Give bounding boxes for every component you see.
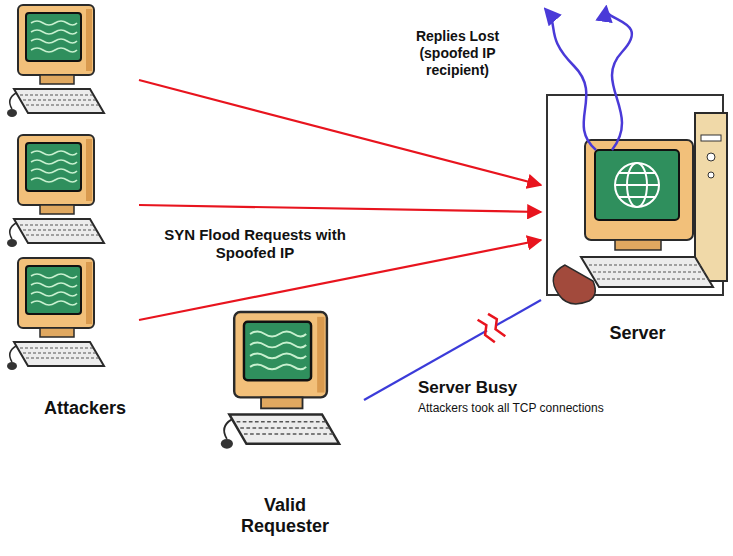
attacker-computer	[7, 258, 104, 370]
syn-flood-arrow	[139, 240, 541, 320]
break-symbol	[477, 311, 506, 344]
server-computer	[547, 95, 727, 304]
node-label: Server	[609, 323, 665, 345]
lost-reply-arrow	[546, 10, 596, 150]
attacker-computer	[7, 135, 104, 247]
attacker-computer	[7, 5, 104, 117]
lost-reply-arrow	[606, 8, 632, 150]
syn-flood-arrow	[139, 80, 541, 185]
node-label: Attackers	[44, 398, 126, 420]
busy-note: Attackers took all TCP connections	[418, 401, 638, 415]
attack-label: SYN Flood Requests with Spoofed IP	[150, 226, 360, 262]
requester-node: Valid Requester	[206, 310, 364, 538]
lost-replies-label: Replies Lost (spoofed IP recipient)	[395, 28, 520, 78]
node-label-block: Attackers	[31, 398, 139, 420]
node-label: Valid Requester	[229, 495, 341, 538]
requester-computer	[221, 312, 339, 449]
busy-title: Server Busy	[418, 378, 548, 398]
syn-flood-arrow	[139, 205, 541, 212]
node-label-block: Server	[541, 323, 733, 345]
server-node: Server	[541, 95, 733, 345]
node-label-block: Valid Requester	[206, 495, 364, 538]
attackers-group: Attackers	[31, 0, 139, 420]
